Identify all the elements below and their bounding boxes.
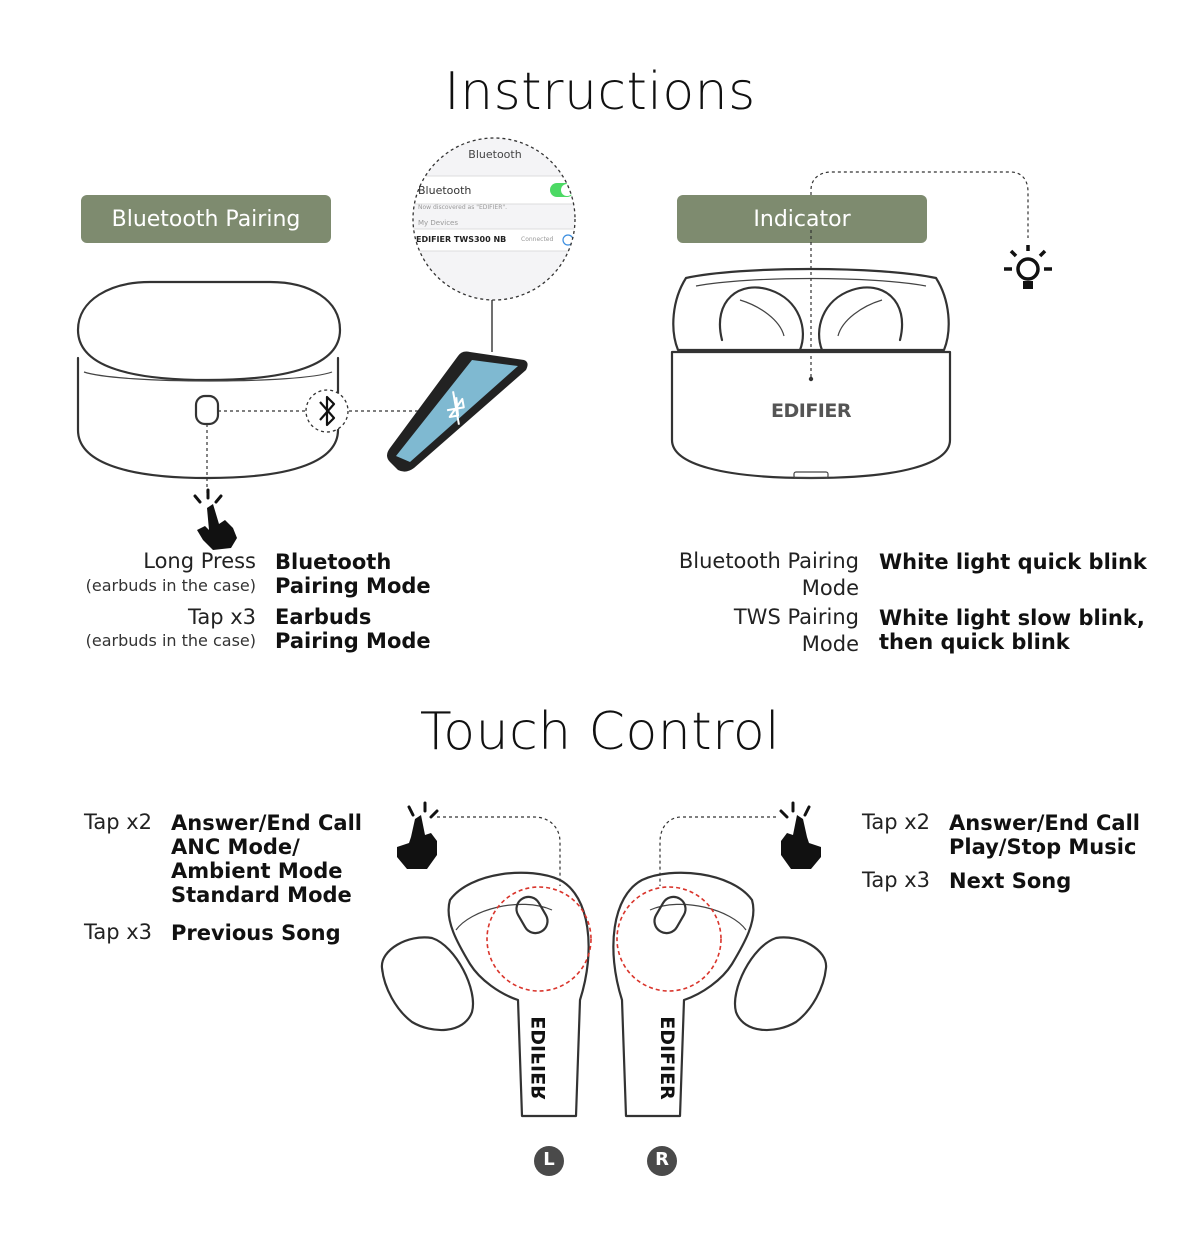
indicator-row-1-mode-2: Mode (801, 576, 859, 600)
right-tap-x3-gesture: Tap x3 (861, 868, 930, 892)
pairing-row-1-result-2: Pairing Mode (275, 574, 431, 598)
phone-settings-header: Bluetooth (468, 148, 522, 161)
touch-control-title: Touch Control (419, 702, 781, 762)
bluetooth-icon (305, 389, 349, 433)
left-badge-icon (534, 1146, 564, 1176)
left-tap-x3-gesture: Tap x3 (83, 920, 152, 944)
left-tap-x3-function-1: Previous Song (171, 921, 341, 945)
hand-tap-icon (779, 801, 821, 869)
indicator-row-2-light-2: then quick blink (879, 630, 1070, 654)
indicator-label: Indicator (677, 195, 927, 243)
indicator-row-1-mode-1: Bluetooth Pairing (678, 549, 859, 573)
indicator-row-2-mode-2: Mode (801, 632, 859, 656)
pairing-row-2-result-1: Earbuds (275, 605, 372, 629)
right-tap-x2-function-1: Answer/End Call (949, 811, 1140, 835)
left-earbud-brand: EDIFIER (528, 1016, 550, 1100)
pairing-row-1-result-1: Bluetooth (275, 550, 392, 574)
hand-tap-icon (397, 801, 439, 869)
left-badge-label: L (543, 1149, 555, 1170)
left-tap-x2-function-1: Answer/End Call (171, 811, 362, 835)
right-tap-x2-function-2: Play/Stop Music (949, 835, 1137, 859)
pairing-row-1-action: Long Press (143, 549, 256, 573)
page-title: Instructions (444, 62, 756, 122)
left-tap-x2-function-3: Ambient Mode (171, 859, 343, 883)
pairing-row-2-action: Tap x3 (187, 605, 256, 629)
pairing-row-2-result-2: Pairing Mode (275, 629, 431, 653)
right-touch-area (616, 886, 722, 992)
indicator-row-2-mode-1: TWS Pairing (733, 605, 859, 629)
left-tap-x2-gesture: Tap x2 (83, 810, 152, 834)
right-earbud-brand: EDIFIER (656, 1016, 678, 1100)
phone (387, 351, 528, 472)
case-brand: EDIFIER (771, 400, 851, 422)
right-badge-icon (647, 1146, 677, 1176)
pairing-row-1-note: (earbuds in the case) (85, 576, 256, 595)
left-earbud (380, 871, 590, 1118)
left-tap-x2-function-4: Standard Mode (171, 883, 352, 907)
hand-tap-icon (193, 488, 237, 550)
phone-device-name: EDIFIER TWS300 NB (416, 235, 507, 244)
bluetooth-pairing-label: Bluetooth Pairing (81, 195, 331, 243)
phone-discovered-note: Now discovered as "EDIFIER". (418, 204, 508, 211)
indicator-row-1-light-1: White light quick blink (879, 550, 1147, 574)
phone-bluetooth-toggle-label: Bluetooth (418, 184, 472, 197)
left-tap-x2-function-2: ANC Mode/ (171, 835, 300, 859)
phone-device-status: Connected (521, 236, 554, 243)
left-touch-area (486, 886, 592, 992)
light-bulb-icon (1004, 245, 1052, 289)
pairing-row-2-note: (earbuds in the case) (85, 631, 256, 650)
right-earbud (612, 871, 828, 1118)
charging-case-open (670, 267, 952, 480)
phone-my-devices: My Devices (418, 219, 458, 227)
charging-case-closed (76, 280, 342, 480)
indicator-row-2-light-1: White light slow blink, (879, 606, 1145, 630)
right-badge-label: R (655, 1149, 669, 1170)
right-tap-x3-function-1: Next Song (949, 869, 1072, 893)
right-tap-x2-gesture: Tap x2 (861, 810, 930, 834)
